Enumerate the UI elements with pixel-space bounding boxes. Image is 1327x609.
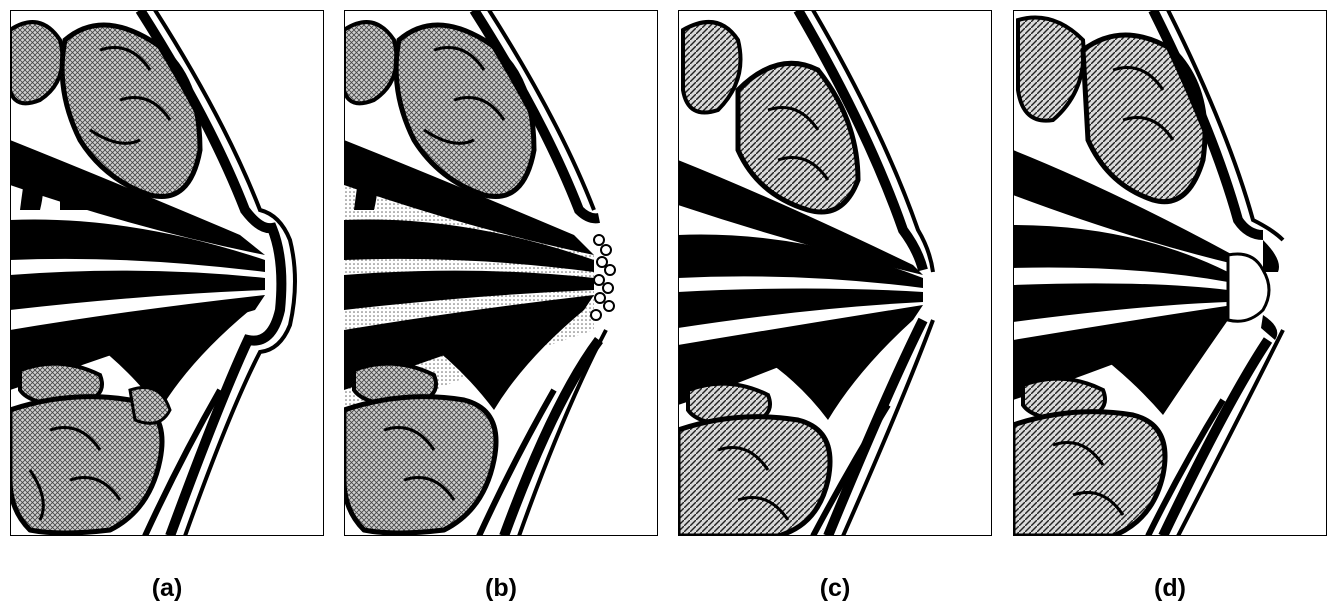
caption-b: (b) [441,574,561,603]
panel-c-illustration [678,10,992,536]
caption-c: (c) [775,574,895,603]
panel-b [344,10,658,536]
caption-a: (a) [107,574,227,603]
panel-c [678,10,992,536]
panel-a-illustration [10,10,324,536]
panel-b-illustration [344,10,658,536]
panel-d [1013,10,1327,536]
panel-d-illustration [1013,10,1327,536]
caption-d: (d) [1110,574,1230,603]
panel-a [10,10,324,536]
